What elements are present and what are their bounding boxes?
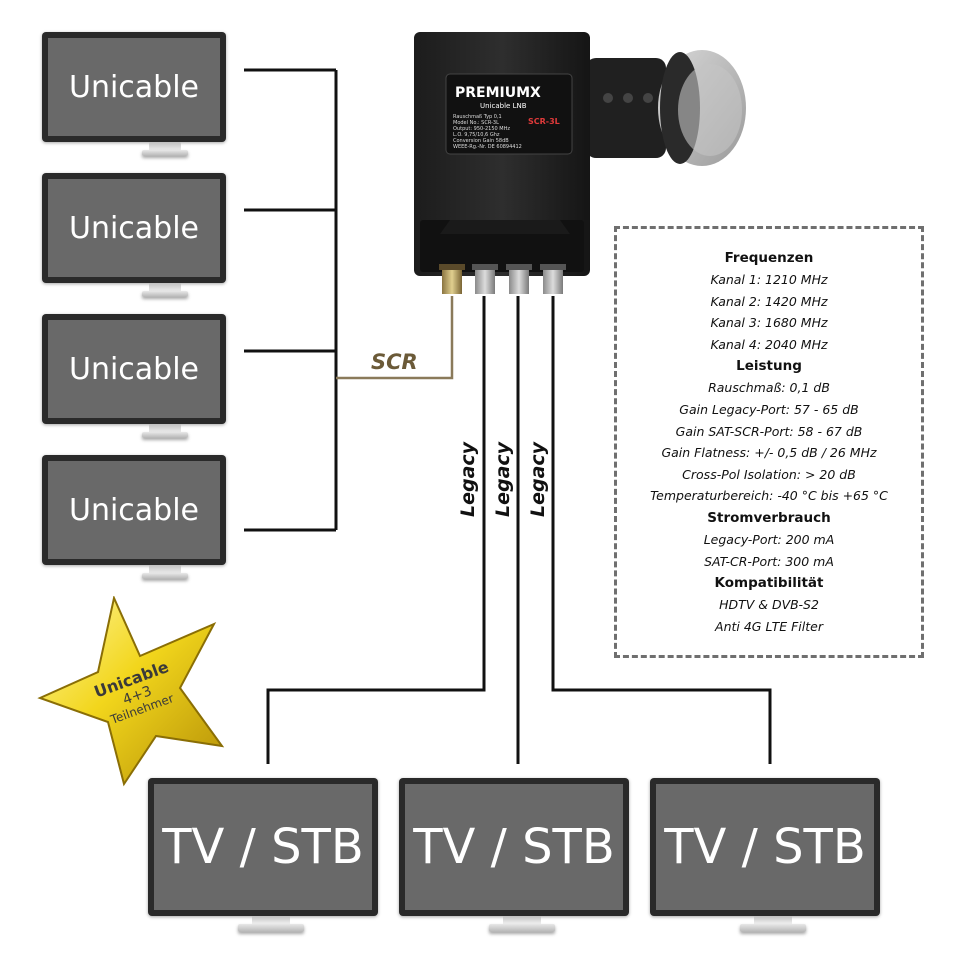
- spec-line: Gain SAT-SCR-Port: 58 - 67 dB: [675, 423, 863, 439]
- monitor-label: TV / STB: [656, 784, 874, 910]
- spec-line: Rauschmaß: 0,1 dB: [708, 380, 830, 396]
- lnb-model-badge: SCR-3L: [528, 117, 560, 126]
- arm-dot: [643, 93, 653, 103]
- monitor-label: Unicable: [48, 179, 220, 277]
- svg-text:Output: 950-2150 MHz: Output: 950-2150 MHz: [453, 126, 510, 132]
- lnb-brand: PREMIUMX: [455, 85, 541, 101]
- svg-text:Rauschmaß Typ 0,1: Rauschmaß Typ 0,1: [453, 114, 502, 120]
- spec-line: HDTV & DVB-S2: [719, 597, 819, 613]
- arm-dot: [623, 93, 633, 103]
- monitor-label: Unicable: [48, 320, 220, 418]
- monitor-label: TV / STB: [154, 784, 372, 910]
- spec-line: Kanal 3: 1680 MHz: [710, 315, 828, 331]
- star-shape: [37, 596, 225, 787]
- legacy-port: [475, 266, 495, 294]
- spec-line: Gain Flatness: +/- 0,5 dB / 26 MHz: [661, 445, 877, 461]
- scr-label: SCR: [371, 350, 418, 374]
- svg-text:Model No.: SCR-3L: Model No.: SCR-3L: [453, 120, 499, 126]
- scr-port: [442, 266, 462, 294]
- monitor-label: Unicable: [48, 38, 220, 136]
- section-heading: Stromverbrauch: [707, 509, 831, 526]
- monitor-label: Unicable: [48, 461, 220, 559]
- arm-dot: [603, 93, 613, 103]
- spec-line: Legacy-Port: 200 mA: [703, 531, 835, 547]
- legacy-wire-1: [266, 296, 486, 764]
- legacy-wire-3: [551, 296, 772, 764]
- legacy-port: [543, 266, 563, 294]
- monitor-label: TV / STB: [405, 784, 623, 910]
- lnb-ports: [439, 264, 566, 294]
- legacy-label: Legacy: [492, 441, 514, 517]
- specifications-box: Frequenzen Kanal 1: 1210 MHz Kanal 2: 14…: [614, 226, 924, 658]
- section-heading: Leistung: [736, 358, 802, 375]
- spec-line: Temperaturbereich: -40 °C bis +65 °C: [650, 488, 888, 504]
- lnb-device: PREMIUMX Unicable LNB SCR-3L Rauschmaß T…: [414, 32, 746, 294]
- spec-line: SAT-CR-Port: 300 mA: [704, 553, 834, 569]
- unicable-star-badge: Unicable 4+3 Teilnehmer: [37, 596, 225, 787]
- svg-text:L.O. 9,75/10,6 Ghz: L.O. 9,75/10,6 Ghz: [453, 132, 500, 138]
- legacy-label: Legacy: [457, 441, 479, 517]
- spec-line: Kanal 2: 1420 MHz: [710, 293, 828, 309]
- lnb-spec-lines: Rauschmaß Typ 0,1 Model No.: SCR-3L Outp…: [453, 114, 522, 150]
- spec-line: Gain Legacy-Port: 57 - 65 dB: [679, 401, 859, 417]
- spec-line: Cross-Pol Isolation: > 20 dB: [682, 466, 856, 482]
- scr-wire: [336, 296, 454, 380]
- legacy-label: Legacy: [527, 441, 549, 517]
- lnb-arm: [586, 58, 666, 158]
- section-heading: Kompatibilität: [714, 575, 824, 592]
- legacy-port: [509, 266, 529, 294]
- spec-line: Kanal 4: 2040 MHz: [710, 336, 828, 352]
- lnb-label-panel: [445, 73, 573, 155]
- section-heading: Frequenzen: [724, 250, 814, 266]
- svg-text:WEEE-Rg.-Nr. DE 60894412: WEEE-Rg.-Nr. DE 60894412: [453, 144, 522, 150]
- spec-line: Kanal 1: 1210 MHz: [710, 272, 828, 287]
- spec-line: Anti 4G LTE Filter: [715, 618, 823, 634]
- svg-text:Conversion Gain 58dB: Conversion Gain 58dB: [453, 138, 509, 144]
- lnb-sublabel: Unicable LNB: [480, 102, 527, 110]
